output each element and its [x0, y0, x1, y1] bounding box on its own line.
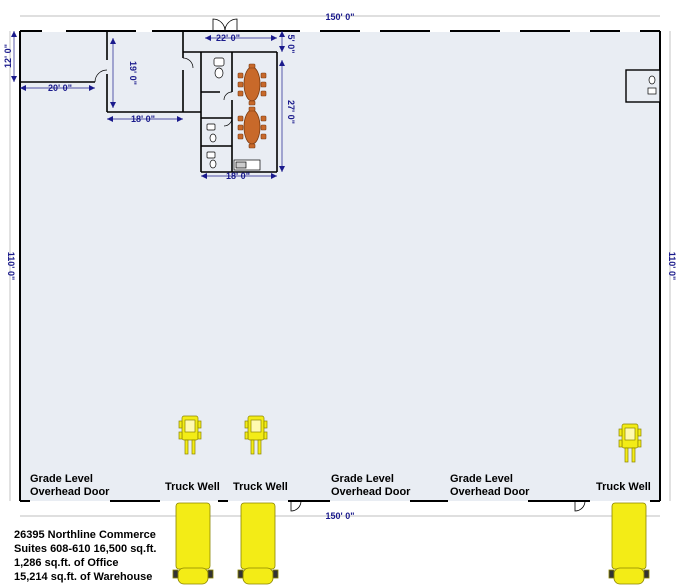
right-restroom [625, 69, 661, 103]
entrance-door [212, 18, 238, 32]
dimension-lines [9, 15, 671, 517]
dim-room-left-height: 12' 0" [3, 44, 13, 68]
conference-table-1 [237, 63, 267, 106]
dim-bottom-width: 150' 0" [326, 511, 355, 521]
door-label-grade-3-line1: Grade Level [450, 473, 513, 485]
restroom-fixtures [206, 57, 261, 171]
conference-table-2 [237, 106, 267, 149]
dim-room-mid-height: 19' 0" [128, 61, 138, 85]
door-label-grade-3-line2: Overhead Door [450, 486, 530, 498]
dim-room-mid-width: 18' 0" [131, 114, 155, 124]
dim-right-height: 110' 0" [667, 252, 677, 280]
forklift-1 [178, 415, 202, 455]
dim-room-conf-width: 22' 0" [216, 33, 240, 43]
dim-room-conf-small: 5' 0" [286, 35, 296, 54]
dim-left-height: 110' 0" [6, 252, 16, 280]
truck-1 [172, 502, 214, 585]
dim-top-width: 150' 0" [326, 12, 355, 22]
dimension-arrows [11, 31, 285, 179]
dim-room-conf-height: 27' 0" [286, 100, 296, 124]
outer-walls [19, 30, 661, 501]
property-suites: Suites 608-610 16,500 sq.ft. [14, 543, 157, 555]
forklift-3 [618, 423, 642, 463]
property-address: 26395 Northline Commerce [14, 529, 156, 541]
door-label-grade-2-line2: Overhead Door [331, 486, 411, 498]
property-office-area: 1,286 sq.ft. of Office [14, 557, 119, 569]
personnel-doors [290, 500, 586, 512]
door-label-truck-2: Truck Well [233, 481, 288, 493]
forklift-2 [244, 415, 268, 455]
door-label-grade-2-line1: Grade Level [331, 473, 394, 485]
dim-room-conf-bottom-width: 18' 0" [226, 171, 250, 181]
door-label-truck-3: Truck Well [596, 481, 651, 493]
truck-3 [608, 502, 650, 585]
door-label-truck-1: Truck Well [165, 481, 220, 493]
warehouse-floor [20, 31, 660, 501]
door-label-grade-1-line2: Overhead Door [30, 486, 110, 498]
door-label-grade-1-line1: Grade Level [30, 473, 93, 485]
property-info: 26395 Northline Commerce Suites 608-610 … [14, 528, 156, 584]
dim-room-left-width: 20' 0" [48, 83, 72, 93]
office-walls [20, 31, 278, 173]
office-door-swings [94, 57, 233, 127]
property-warehouse-area: 15,214 sq.ft. of Warehouse [14, 571, 153, 583]
truck-2 [237, 502, 279, 585]
